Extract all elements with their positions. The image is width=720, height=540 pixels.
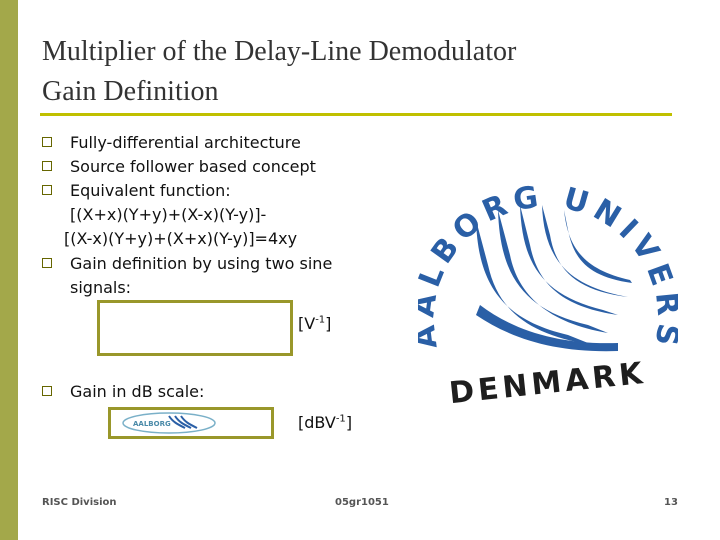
- aalborg-university-logo: AALBORG UNIVERSITY DENMARK: [418, 145, 678, 410]
- gain-db-formula-box: AALBORG: [108, 407, 274, 439]
- title-divider: [40, 113, 672, 116]
- logo-denmark-text: DENMARK: [448, 356, 648, 410]
- bullet-text: [(X+x)(Y+y)+(X-x)(Y-y)]-: [70, 205, 267, 224]
- square-bullet-icon: [42, 161, 52, 171]
- gain-unit-label: [V-1]: [298, 314, 332, 333]
- logo-arc-text: AALBORG UNIVERSITY: [418, 145, 678, 354]
- title-line-2: Gain Definition: [42, 76, 219, 107]
- slide-title: Multiplier of the Delay-Line Demodulator…: [42, 32, 682, 112]
- bullet-text: Source follower based concept: [70, 157, 316, 176]
- bullet-text: Equivalent function:: [70, 181, 231, 200]
- bullet-text: [(X-x)(Y+y)+(X+x)(Y-y)]=4xy: [64, 229, 298, 248]
- square-bullet-icon: [42, 258, 52, 268]
- square-bullet-icon: [42, 137, 52, 147]
- left-accent-bar: [0, 0, 18, 540]
- bullet-text: signals:: [70, 278, 132, 297]
- title-line-1: Multiplier of the Delay-Line Demodulator: [42, 36, 517, 67]
- formula-image-remnant: AALBORG: [122, 412, 216, 434]
- page-number: 13: [664, 497, 678, 508]
- square-bullet-icon: [42, 185, 52, 195]
- bullet-text: Fully-differential architecture: [70, 133, 301, 152]
- svg-text:AALBORG UNIVERSITY: AALBORG UNIVERSITY: [418, 145, 678, 354]
- gain-db-unit-label: [dBV-1]: [298, 413, 353, 432]
- logo-wave-icon: [476, 205, 632, 352]
- footer-center: 05gr1051: [335, 497, 389, 508]
- bullet-text: Gain definition by using two sine: [70, 254, 333, 273]
- footer-left: RISC Division: [42, 497, 117, 508]
- square-bullet-icon: [42, 386, 52, 396]
- svg-text:AALBORG: AALBORG: [133, 420, 171, 428]
- gain-formula-box: [97, 300, 293, 356]
- bullet-text: Gain in dB scale:: [70, 382, 205, 401]
